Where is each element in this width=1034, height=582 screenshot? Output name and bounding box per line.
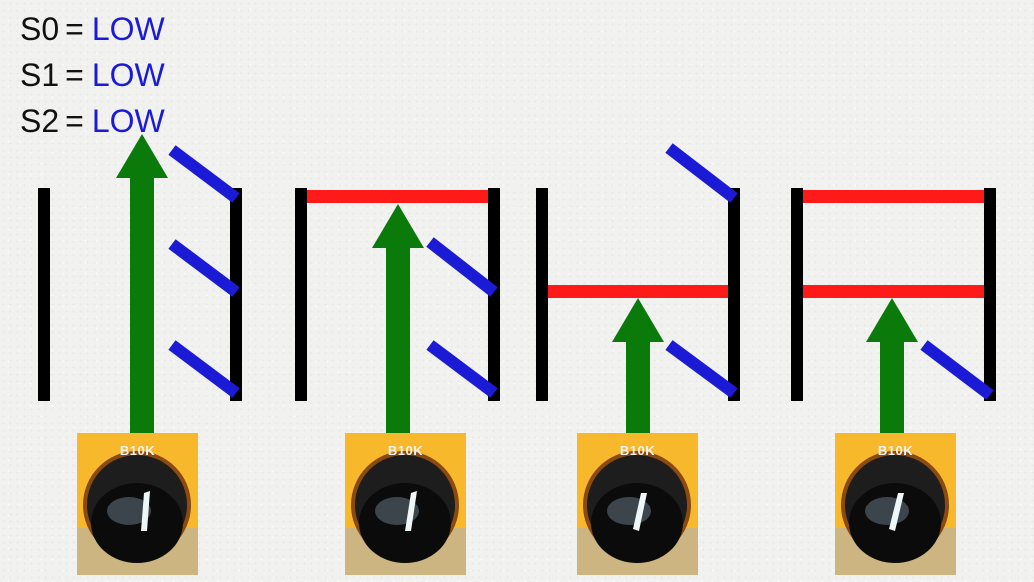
switch-ladder-2 bbox=[295, 188, 500, 436]
right-rail bbox=[984, 188, 996, 401]
right-rail bbox=[488, 188, 500, 401]
open-switch bbox=[426, 237, 498, 297]
signal-value: LOW bbox=[91, 57, 165, 93]
open-switch bbox=[665, 143, 738, 203]
open-switch bbox=[920, 340, 994, 400]
signal-s2-row: S2=LOW bbox=[20, 98, 165, 144]
up-arrow-icon bbox=[866, 298, 918, 436]
open-switch bbox=[168, 145, 240, 203]
left-rail bbox=[536, 188, 548, 401]
left-rail bbox=[295, 188, 307, 401]
switch-ladder-3 bbox=[536, 143, 740, 436]
potentiometer-knob-photo: B10K bbox=[835, 433, 956, 575]
right-rail bbox=[230, 188, 242, 401]
signal-name: S1 bbox=[20, 57, 60, 93]
potentiometer-knob-photo: B10K bbox=[77, 433, 198, 575]
potentiometer-knob-photo: B10K bbox=[345, 433, 466, 575]
open-switch bbox=[426, 340, 498, 398]
signal-legend: S0=LOW S1=LOW S2=LOW bbox=[20, 6, 165, 144]
left-rail bbox=[791, 188, 803, 401]
open-switch bbox=[168, 239, 240, 297]
knob-label: B10K bbox=[877, 443, 914, 458]
switch-ladder-1 bbox=[38, 134, 242, 436]
equals-sign: = bbox=[65, 11, 84, 47]
signal-s0-row: S0=LOW bbox=[20, 6, 165, 52]
equals-sign: = bbox=[65, 57, 84, 93]
open-switch bbox=[168, 340, 240, 398]
closed-switch bbox=[803, 190, 984, 203]
right-rail bbox=[728, 188, 740, 401]
signal-s1-row: S1=LOW bbox=[20, 52, 165, 98]
signal-name: S2 bbox=[20, 103, 60, 139]
switch-ladder-4 bbox=[791, 188, 996, 436]
open-switch bbox=[665, 340, 738, 398]
closed-switch bbox=[307, 190, 488, 203]
knob-label: B10K bbox=[619, 443, 656, 458]
signal-name: S0 bbox=[20, 11, 60, 47]
knob-label: B10K bbox=[387, 443, 424, 458]
closed-switch bbox=[548, 285, 728, 298]
closed-switch bbox=[803, 285, 984, 298]
equals-sign: = bbox=[65, 103, 84, 139]
up-arrow-icon bbox=[116, 134, 168, 436]
signal-value: LOW bbox=[91, 11, 165, 47]
potentiometer-knob-photo: B10K bbox=[577, 433, 698, 575]
up-arrow-icon bbox=[372, 204, 424, 436]
up-arrow-icon bbox=[612, 298, 664, 436]
left-rail bbox=[38, 188, 50, 401]
knob-label: B10K bbox=[119, 443, 156, 458]
signal-value: LOW bbox=[91, 103, 165, 139]
